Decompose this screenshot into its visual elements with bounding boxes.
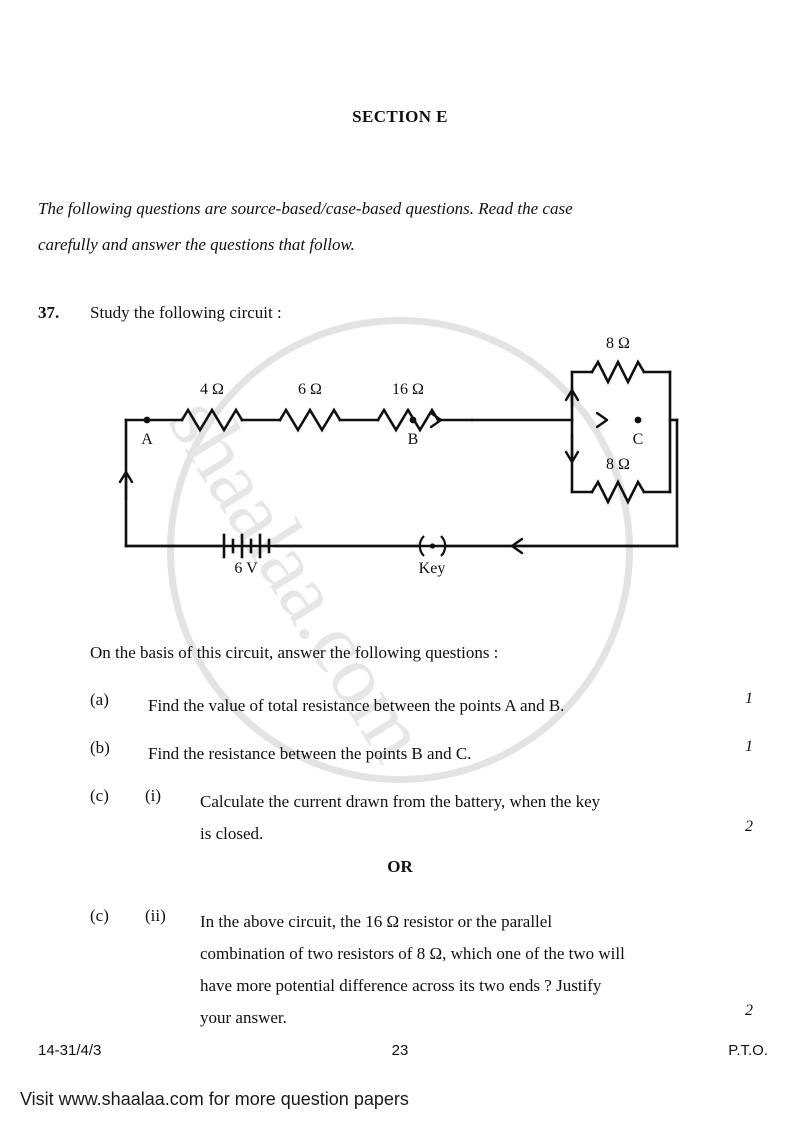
label-node-c: C (633, 431, 644, 448)
resistor-8-ohm-top-symbol (590, 359, 646, 385)
part-c-i-marks: 2 (745, 818, 753, 835)
part-c-ii-roman: (ii) (145, 906, 166, 925)
label-resistor-8-ohm-top: 8 Ω (606, 335, 630, 352)
section-title: SECTION E (352, 107, 448, 126)
part-a-label: (a) (90, 690, 109, 709)
or-separator: OR (387, 857, 413, 876)
part-c-ii-line-1-text: In the above circuit, the 16 Ω resistor … (200, 912, 553, 931)
resistor-4-ohm-symbol (180, 407, 244, 433)
label-resistor-16-ohm: 16 Ω (392, 381, 424, 398)
label-battery-voltage: 6 V (234, 560, 258, 577)
part-b-text: Find the resistance between the points B… (148, 744, 472, 763)
question-stem: Study the following circuit : (90, 303, 282, 322)
key-arc-left (418, 535, 425, 557)
footer-paper-code: 14-31/4/3 (38, 1042, 102, 1059)
key-dot (429, 543, 436, 549)
resistor-8-ohm-bottom-symbol (590, 479, 646, 505)
arrow-current-after-b (429, 411, 443, 429)
node-dot-b (409, 416, 417, 424)
arrow-current-bottom-rail (510, 537, 524, 555)
part-c-ii-marks: 2 (745, 1002, 753, 1019)
part-c-ii-line-2: combination of two resistors of 8 Ω, whi… (200, 944, 625, 963)
part-b-label: (b) (90, 738, 110, 757)
label-resistor-6-ohm: 6 Ω (298, 381, 322, 398)
part-c-ii-line-1: In the above circuit, the 16 Ω resistor … (200, 906, 720, 938)
question-lead-in: On the basis of this circuit, answer the… (90, 643, 499, 662)
part-c-i-line-2: is closed. (200, 824, 264, 843)
part-b-marks: 1 (745, 738, 753, 755)
question-number: 37. (38, 303, 60, 322)
part-c-ii-label: (c) (90, 906, 109, 925)
resistor-16-ohm-symbol (376, 407, 440, 433)
node-dot-a (143, 416, 151, 424)
circuit-diagram: 4 Ω 6 Ω 16 Ω 8 Ω 8 Ω A B C 6 V Key (100, 330, 720, 600)
label-node-b: B (408, 431, 419, 448)
part-c-i-roman: (i) (145, 786, 162, 805)
instructions-line-2: carefully and answer the questions that … (38, 235, 355, 254)
key-arc-right (440, 535, 447, 557)
footer-visit-note: Visit www.shaalaa.com for more question … (20, 1089, 409, 1109)
instructions-line-1: The following questions are source-based… (38, 199, 573, 218)
footer-page-number: 23 (391, 1042, 409, 1059)
label-resistor-4-ohm: 4 Ω (200, 381, 224, 398)
part-c-ii-line-4: your answer. (200, 1008, 287, 1027)
part-c-i-label: (c) (90, 786, 109, 805)
key-symbol (418, 535, 447, 557)
part-c-ii-line-3: have more potential difference across it… (200, 976, 602, 995)
resistor-6-ohm-symbol (278, 407, 342, 433)
part-a-marks: 1 (745, 690, 753, 707)
part-a-text: Find the value of total resistance betwe… (148, 696, 565, 715)
arrow-current-before-c (595, 411, 609, 429)
node-dot-c (634, 416, 642, 424)
label-resistor-8-ohm-bottom: 8 Ω (606, 456, 630, 473)
label-key: Key (419, 560, 446, 577)
part-c-i-line-1: Calculate the current drawn from the bat… (200, 792, 601, 811)
footer-pto: P.T.O. (728, 1042, 768, 1059)
section-instructions: The following questions are source-based… (38, 191, 722, 263)
label-node-a: A (141, 431, 153, 448)
